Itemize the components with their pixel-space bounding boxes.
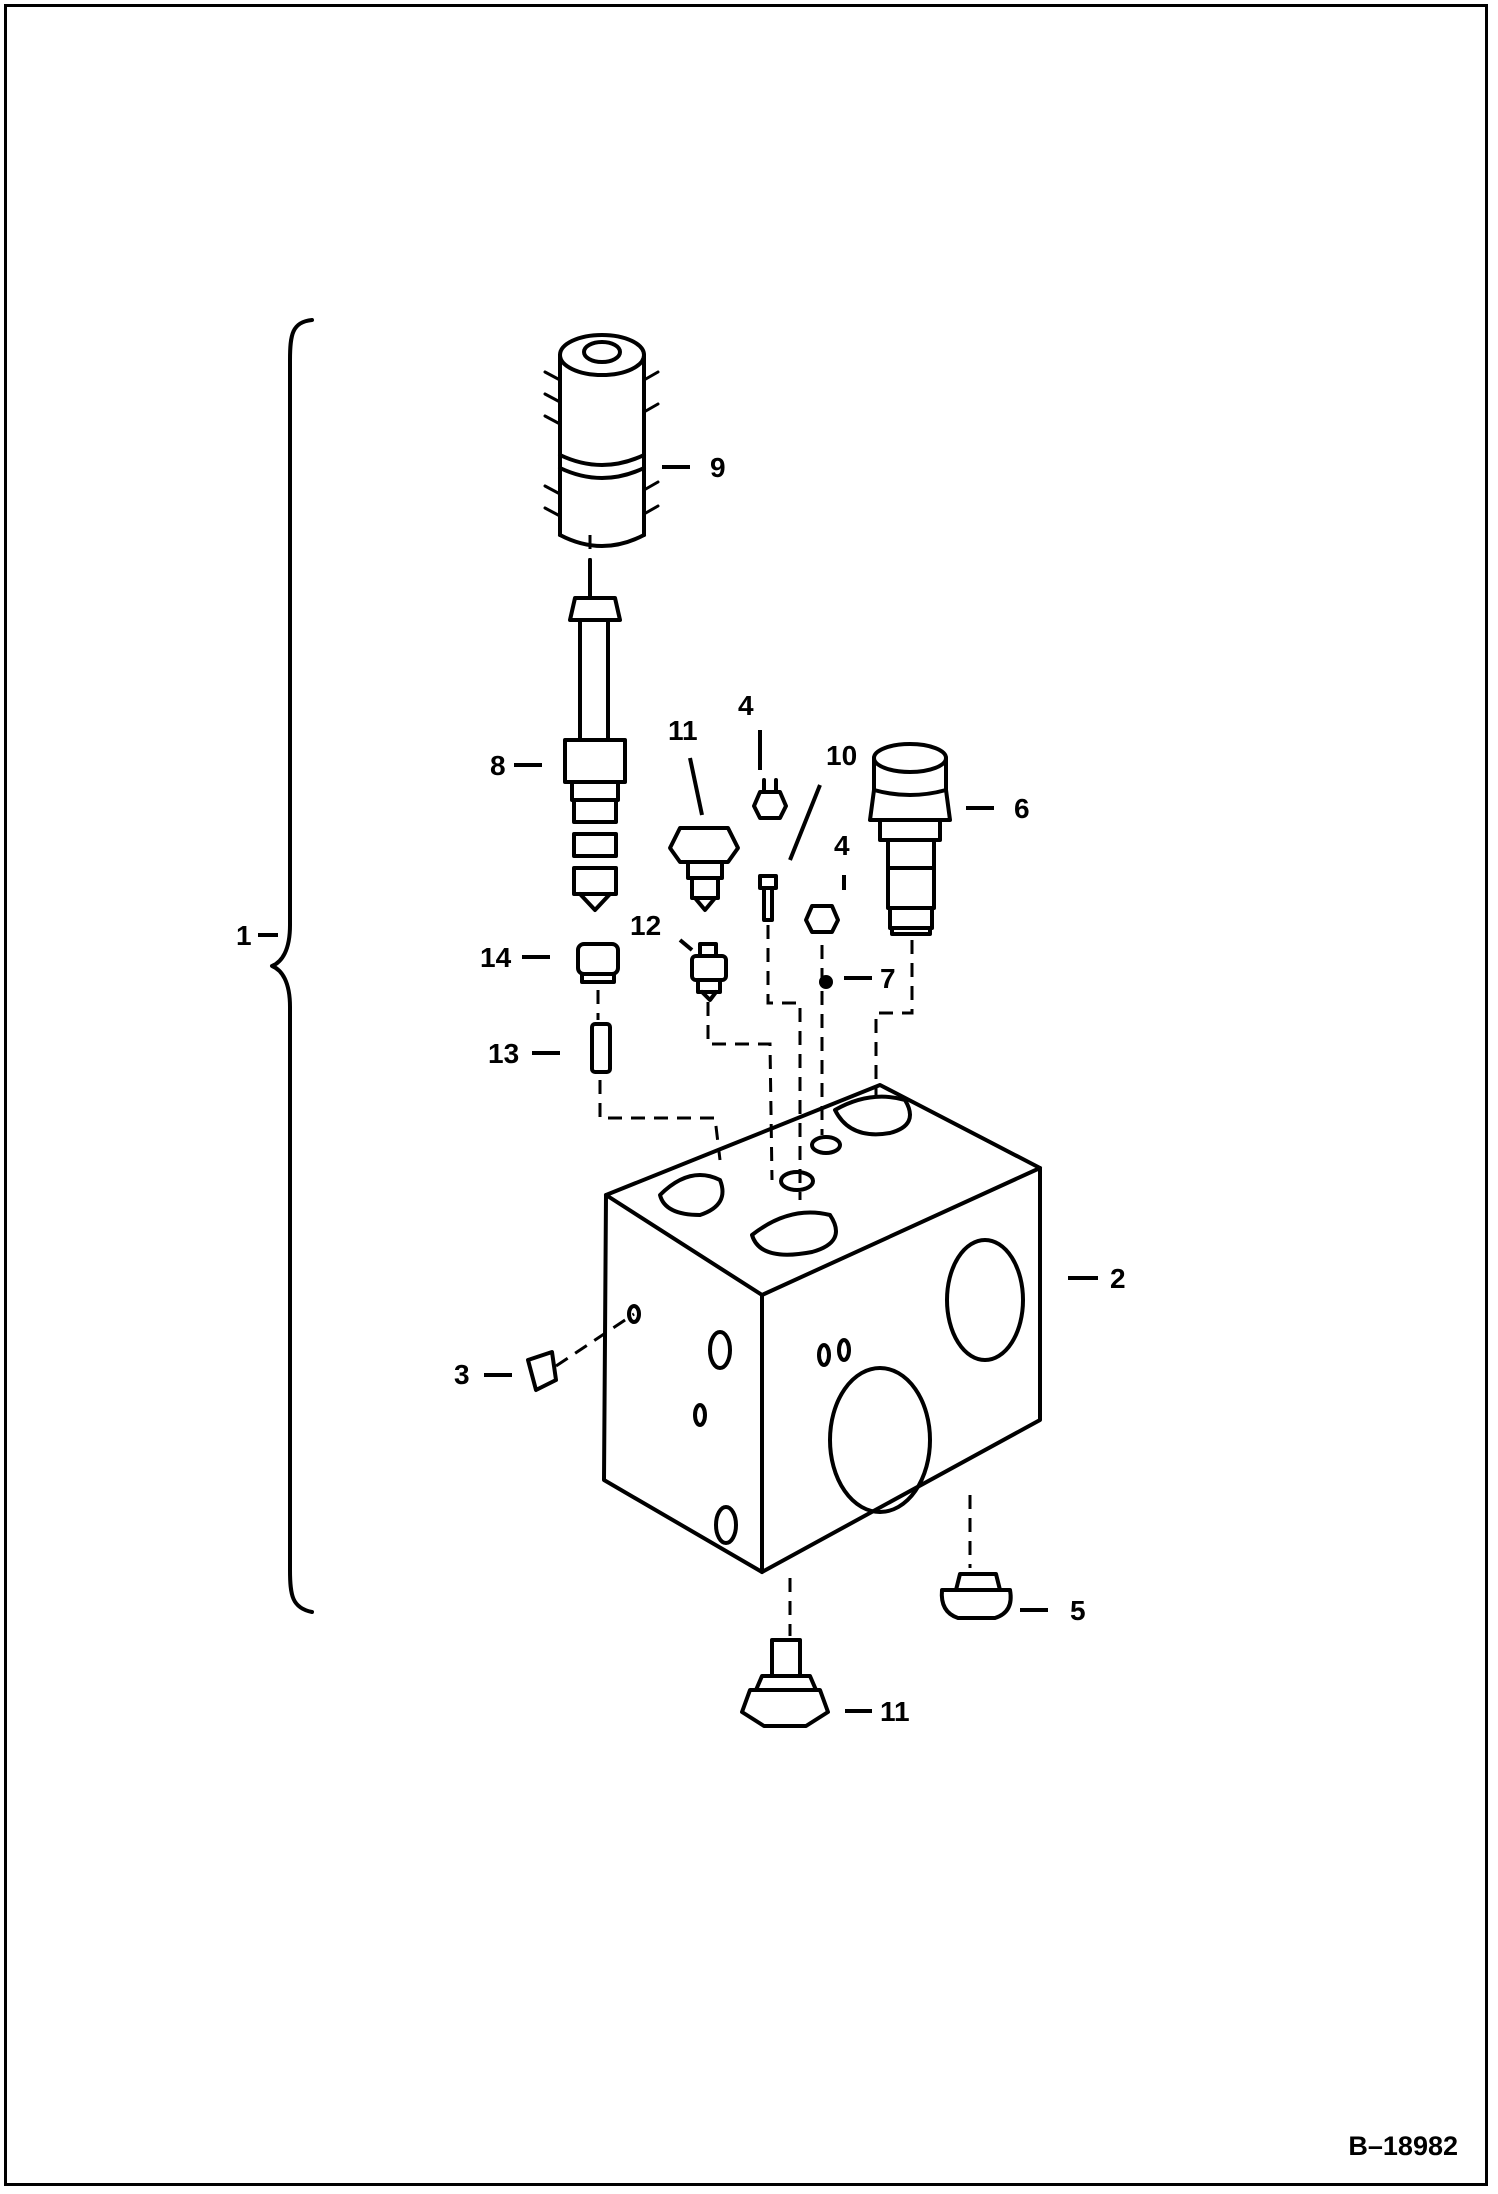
plug-upper [668, 826, 740, 912]
valve-block [602, 1083, 1042, 1574]
document-number: B–18982 [1348, 2131, 1458, 2161]
callout-12: 12 [630, 910, 661, 941]
callout-2: 2 [1110, 1263, 1126, 1294]
callout-6: 6 [1014, 793, 1030, 824]
callout-13: 13 [488, 1038, 519, 1069]
callout-11b: 11 [880, 1696, 910, 1727]
assembly-bracket [270, 318, 314, 1614]
plug-small-upper [752, 790, 788, 820]
adapter [576, 942, 620, 984]
centerline-3 [555, 1312, 635, 1368]
callout-1: 1 [236, 920, 252, 951]
callout-10: 10 [826, 740, 857, 771]
plug-bottom [939, 1572, 1013, 1620]
page-border [4, 4, 1488, 2186]
check-valve [690, 942, 728, 1002]
callout-9: 9 [710, 452, 726, 483]
relief-valve-cartridge [868, 742, 952, 936]
callout-4a: 4 [738, 690, 754, 721]
plug-small-lower [804, 904, 840, 934]
solenoid-cartridge-stem [563, 558, 627, 912]
callout-8: 8 [490, 750, 506, 781]
pin [590, 1022, 612, 1074]
callout-4b: 4 [834, 830, 850, 861]
plug-lower [740, 1638, 830, 1728]
plug-side [526, 1350, 558, 1392]
callout-7: 7 [880, 963, 896, 994]
callout-11a: 11 [668, 715, 698, 746]
centerline-14-13 [596, 990, 722, 1161]
orifice [758, 874, 778, 922]
centerline-12 [706, 1002, 774, 1181]
callout-14: 14 [480, 942, 512, 973]
centerline-10 [766, 925, 802, 1200]
callout-5: 5 [1070, 1595, 1086, 1626]
solenoid-coil [543, 333, 660, 548]
callout-3: 3 [454, 1359, 470, 1390]
centerline-6 [874, 940, 914, 1098]
